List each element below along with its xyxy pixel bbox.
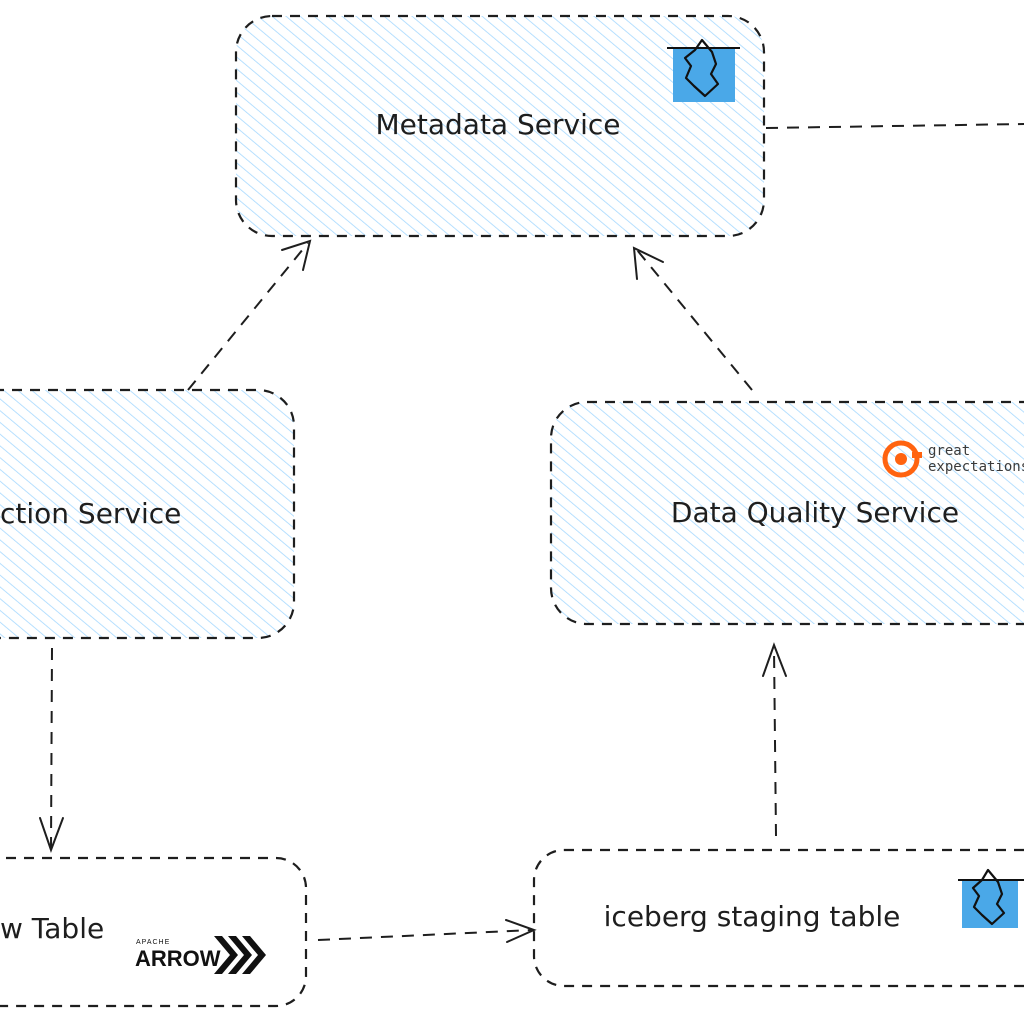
data-quality-service-node[interactable]: Data Quality Service great expectations — [549, 400, 1024, 626]
edge-iceberg-staging-to-quality — [762, 642, 787, 837]
metadata-service-label: Metadata Service — [376, 108, 621, 141]
iceberg-icon — [958, 868, 1024, 928]
iceberg-icon — [667, 38, 740, 102]
apache-arrow-logo: APACHE ARROW — [135, 936, 266, 974]
edge-collection-to-metadata — [187, 239, 312, 391]
edge-arrow-table-to-iceberg-staging — [317, 919, 537, 943]
metadata-service-node[interactable]: Metadata Service — [234, 14, 766, 238]
ge-logo-text-bottom: expectations — [928, 459, 1024, 475]
arrow-table-label: w Table — [0, 912, 104, 945]
iceberg-staging-table-node[interactable]: iceberg staging table — [532, 848, 1024, 988]
edge-metadata-to-right — [765, 123, 1024, 129]
collection-service-label: ction Service — [0, 497, 181, 530]
edge-quality-to-metadata — [632, 246, 753, 391]
data-quality-service-label: Data Quality Service — [671, 496, 959, 529]
apache-logo-small-text: APACHE — [136, 939, 170, 946]
great-expectations-logo: great expectations — [882, 440, 1024, 478]
iceberg-staging-table-label: iceberg staging table — [604, 900, 901, 933]
arrow-table-node[interactable]: w Table APACHE ARROW — [0, 856, 308, 1008]
collection-service-node[interactable]: ction Service — [0, 388, 296, 640]
edge-collection-to-arrow-table — [39, 647, 64, 853]
ge-logo-text-top: great — [928, 443, 970, 459]
arrow-logo-text: ARROW — [135, 946, 221, 971]
